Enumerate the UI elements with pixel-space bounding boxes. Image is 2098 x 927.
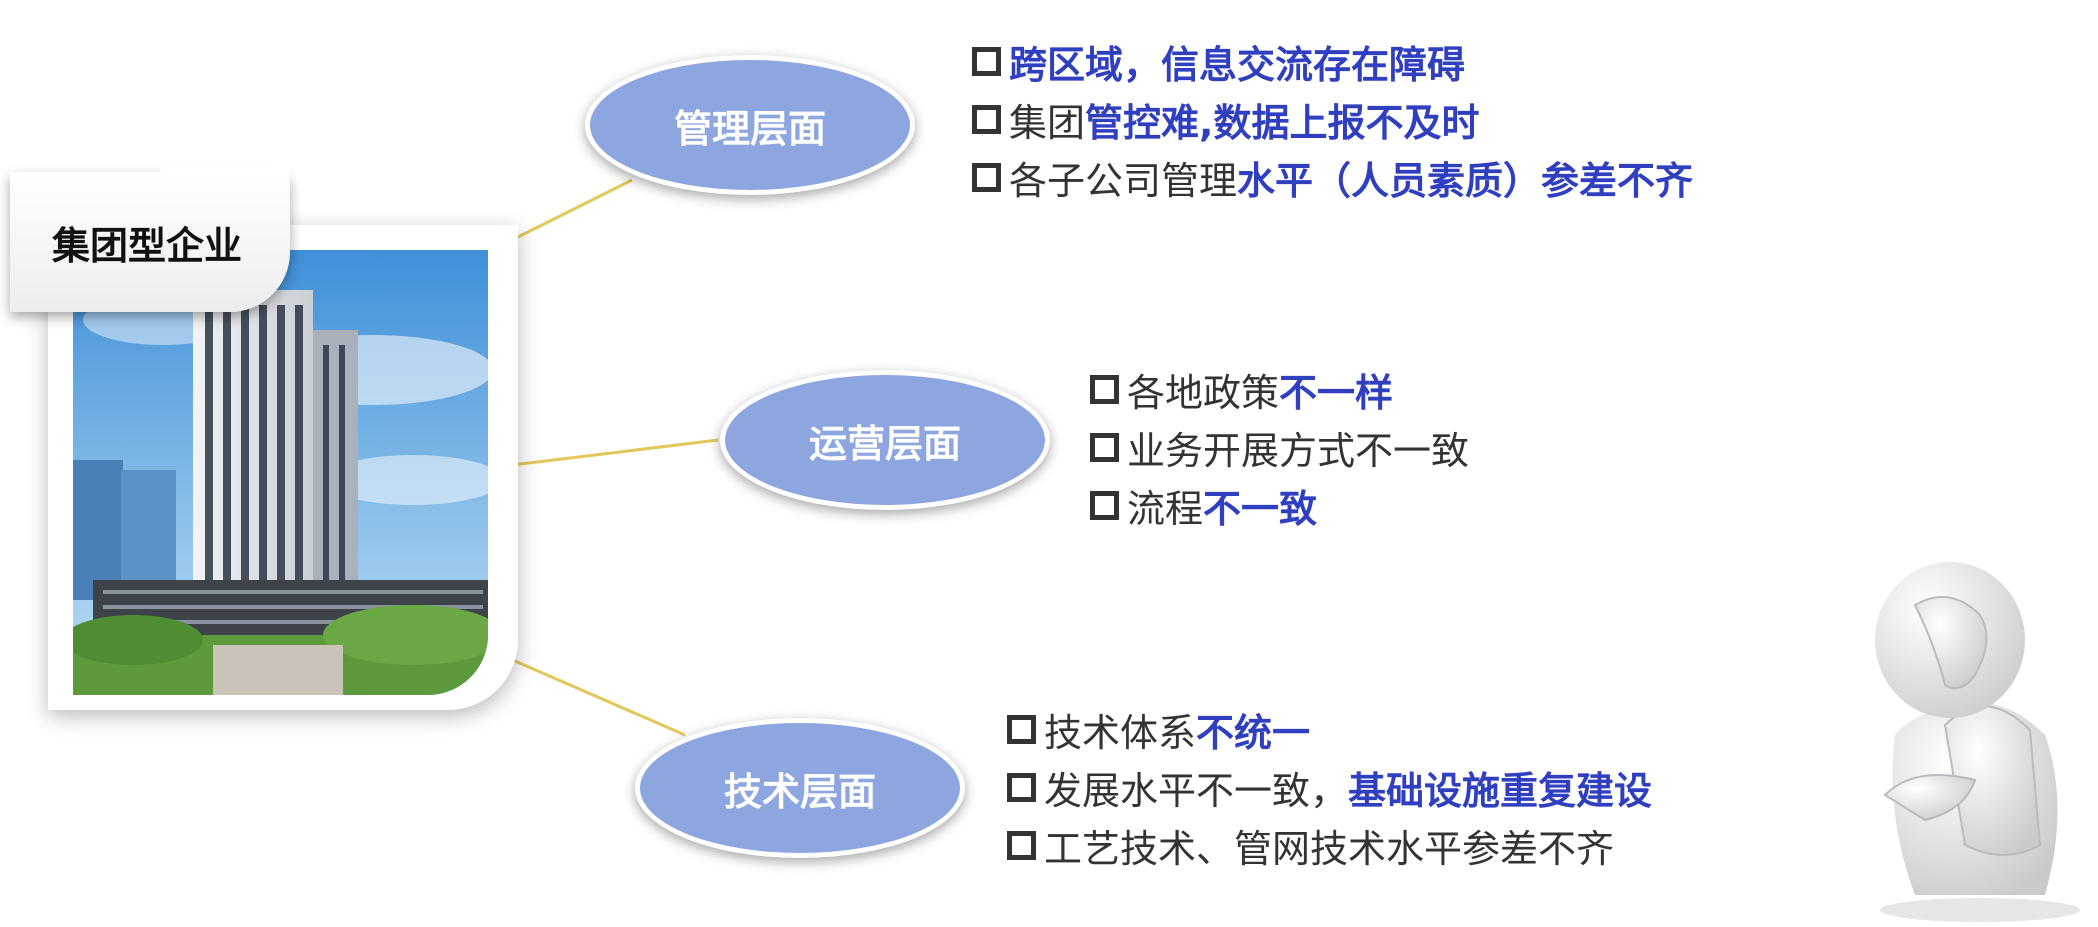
issue-item: 各地政策不一样 xyxy=(1090,360,1469,418)
issue-item: 跨区域，信息交流存在障碍 xyxy=(972,32,1693,90)
aspect-technology-node: 技术层面 xyxy=(635,718,965,858)
issue-highlight-text: 不一样 xyxy=(1279,370,1394,415)
worried-person-figure xyxy=(1875,562,2080,922)
issue-highlight-text: 基础设施重复建设 xyxy=(1348,768,1653,813)
issue-highlight-text: 不一致 xyxy=(1203,486,1318,531)
issue-item: 发展水平不一致，基础设施重复建设 xyxy=(1007,758,1652,816)
checkbox-bullet-icon xyxy=(1090,490,1119,520)
office-building-photo xyxy=(73,250,488,695)
connector-operations xyxy=(511,438,719,467)
issue-text: 各地政策 xyxy=(1127,370,1280,415)
issue-item: 技术体系不统一 xyxy=(1007,700,1652,758)
issue-text: 流程 xyxy=(1127,486,1204,531)
issue-text: 业务开展方式不一致 xyxy=(1127,428,1470,473)
issue-text: 技术体系 xyxy=(1044,710,1197,755)
issue-item: 流程不一致 xyxy=(1090,476,1469,534)
issue-text: 发展水平不一致， xyxy=(1044,768,1349,813)
issue-text: 集团 xyxy=(1009,100,1086,145)
checkbox-bullet-icon xyxy=(1007,714,1036,744)
checkbox-bullet-icon xyxy=(1007,830,1036,860)
checkbox-bullet-icon xyxy=(1090,374,1119,404)
issue-item: 各子公司管理水平（人员素质）参差不齐 xyxy=(972,148,1693,206)
issue-highlight-text: 不统一 xyxy=(1196,710,1311,755)
issue-highlight-text: 跨区域，信息交流存在障碍 xyxy=(1009,42,1466,87)
issue-highlight-text: 水平（人员素质）参差不齐 xyxy=(1237,158,1694,203)
enterprise-type-label: 集团型企业 xyxy=(10,166,290,312)
issue-item: 业务开展方式不一致 xyxy=(1090,418,1469,476)
aspect-management-node: 管理层面 xyxy=(585,55,915,195)
issue-item: 集团管控难,数据上报不及时 xyxy=(972,90,1693,148)
management-issue-list: 跨区域，信息交流存在障碍集团管控难,数据上报不及时各子公司管理水平（人员素质）参… xyxy=(972,32,1693,206)
operations-issue-list: 各地政策不一样业务开展方式不一致流程不一致 xyxy=(1090,360,1469,534)
issue-text: 工艺技术、管网技术水平参差不齐 xyxy=(1044,826,1615,871)
checkbox-bullet-icon xyxy=(972,162,1001,192)
issue-highlight-text: 管控难,数据上报不及时 xyxy=(1085,100,1480,145)
aspect-operations-node: 运营层面 xyxy=(720,370,1050,510)
connector-management xyxy=(511,178,633,242)
issue-item: 工艺技术、管网技术水平参差不齐 xyxy=(1007,816,1652,874)
checkbox-bullet-icon xyxy=(972,104,1001,134)
checkbox-bullet-icon xyxy=(1090,432,1119,462)
technology-issue-list: 技术体系不统一发展水平不一致，基础设施重复建设工艺技术、管网技术水平参差不齐 xyxy=(1007,700,1652,874)
checkbox-bullet-icon xyxy=(972,46,1001,76)
issue-text: 各子公司管理 xyxy=(1009,158,1238,203)
checkbox-bullet-icon xyxy=(1007,772,1036,802)
connector-technology xyxy=(507,656,686,737)
